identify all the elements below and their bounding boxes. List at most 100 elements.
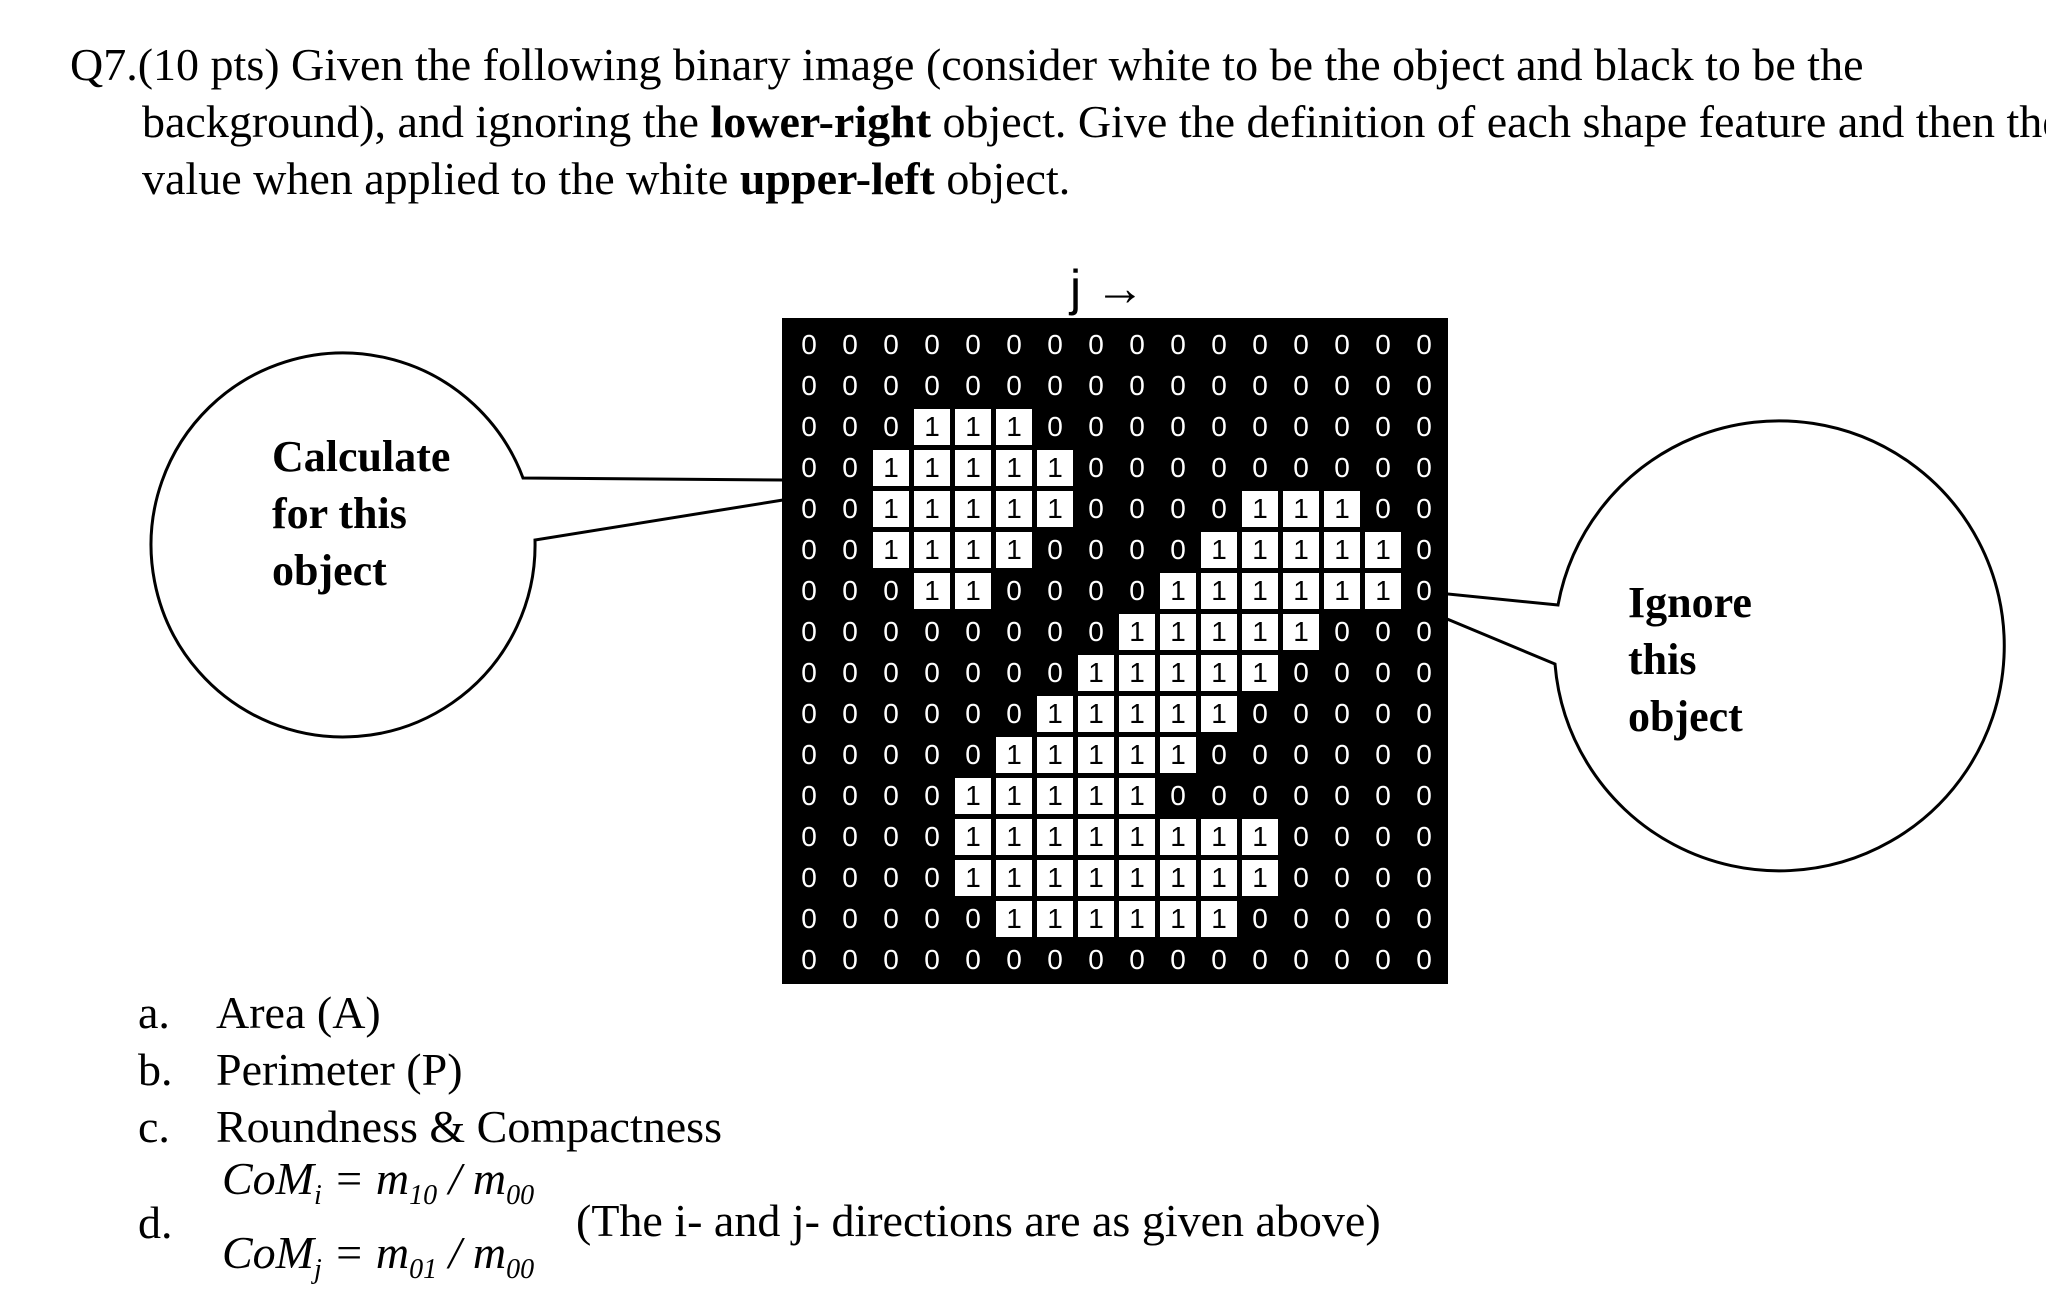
grid-cell: 0 <box>1211 411 1227 442</box>
grid-cell: 0 <box>842 452 858 483</box>
grid-cell: 1 <box>994 489 1034 529</box>
grid-cell: 0 <box>842 821 858 852</box>
grid-cell: 0 <box>1334 411 1350 442</box>
grid-cell: 1 <box>953 858 993 898</box>
grid-cell: 0 <box>1129 370 1145 401</box>
callout-right-text: Ignore this object <box>1628 574 1752 745</box>
grid-cell: 0 <box>1334 452 1350 483</box>
grid-cell: 0 <box>842 411 858 442</box>
grid-cell: 1 <box>994 530 1034 570</box>
grid-cell: 0 <box>1211 329 1227 360</box>
grid-cell: 0 <box>1047 657 1063 688</box>
grid-cell: 1 <box>1117 776 1157 816</box>
grid-cell: 0 <box>1170 452 1186 483</box>
formula-lhs: CoM <box>222 1227 314 1278</box>
grid-cell: 0 <box>1006 329 1022 360</box>
grid-cell: 1 <box>1117 899 1157 939</box>
grid-cell: 0 <box>1416 739 1432 770</box>
callout-left-line-3: object <box>272 546 387 595</box>
grid-cell: 0 <box>965 616 981 647</box>
grid-cell: 1 <box>1076 694 1116 734</box>
grid-cell: 1 <box>1322 571 1362 611</box>
question-bold-upper-left: upper-left <box>739 153 935 204</box>
grid-cell: 1 <box>994 899 1034 939</box>
grid-cell: 0 <box>1252 739 1268 770</box>
grid-cell: 0 <box>1416 616 1432 647</box>
formula-den: m <box>472 1227 507 1278</box>
grid-cell: 0 <box>1334 944 1350 975</box>
grid-cell: 0 <box>1006 698 1022 729</box>
grid-cell: 1 <box>1035 448 1075 488</box>
callout-left-bubble <box>149 351 784 739</box>
grid-cell: 1 <box>1117 817 1157 857</box>
grid-cell: 0 <box>1334 780 1350 811</box>
grid-cell: 0 <box>1088 411 1104 442</box>
right-arrow-icon: → <box>1095 260 1146 316</box>
grid-cell: 1 <box>1076 899 1116 939</box>
grid-cell: 1 <box>1240 817 1280 857</box>
grid-cell: 0 <box>1416 862 1432 893</box>
question-bold-lower-right: lower-right <box>710 96 932 147</box>
grid-cell: 0 <box>1334 739 1350 770</box>
grid-cell: 0 <box>1129 493 1145 524</box>
grid-cell: 1 <box>912 530 952 570</box>
list-text: Area (A) <box>216 987 381 1038</box>
grid-cell: 0 <box>1129 329 1145 360</box>
grid-cell: 1 <box>1076 858 1116 898</box>
grid-cell: 1 <box>1035 735 1075 775</box>
grid-cell: 0 <box>883 821 899 852</box>
grid-cell: 0 <box>1211 452 1227 483</box>
grid-cell: 0 <box>1006 944 1022 975</box>
grid-cell: 1 <box>1240 530 1280 570</box>
grid-cell: 0 <box>1375 821 1391 852</box>
grid-cell: 0 <box>1006 370 1022 401</box>
grid-cell: 1 <box>1035 694 1075 734</box>
grid-cell: 1 <box>1158 653 1198 693</box>
formula-eq: = <box>321 1153 376 1204</box>
grid-cell: 0 <box>1375 616 1391 647</box>
grid-cell: 1 <box>1281 530 1321 570</box>
grid-cell: 0 <box>1047 616 1063 647</box>
grid-cell: 1 <box>1199 612 1239 652</box>
grid-cell: 1 <box>1199 653 1239 693</box>
grid-cell: 1 <box>1035 489 1075 529</box>
grid-cell: 0 <box>1375 452 1391 483</box>
grid-cell: 0 <box>1088 452 1104 483</box>
grid-cell: 0 <box>1334 862 1350 893</box>
grid-cell: 1 <box>1199 694 1239 734</box>
grid-cell: 1 <box>994 448 1034 488</box>
grid-cell: 0 <box>842 493 858 524</box>
grid-cell: 1 <box>1158 858 1198 898</box>
grid-cell: 0 <box>883 370 899 401</box>
callout-left-text: Calculate for this object <box>272 428 450 599</box>
grid-cell: 0 <box>842 329 858 360</box>
grid-cell: 1 <box>1035 776 1075 816</box>
grid-cell: 0 <box>1170 534 1186 565</box>
grid-cell: 1 <box>1158 694 1198 734</box>
grid-cell: 0 <box>1211 493 1227 524</box>
callout-right-line-2: this <box>1628 635 1697 684</box>
grid-cell: 1 <box>1199 571 1239 611</box>
grid-cell: 0 <box>1252 903 1268 934</box>
formula-lhs-sub: j <box>314 1254 322 1286</box>
grid-cell: 0 <box>1375 780 1391 811</box>
grid-cell: 0 <box>883 698 899 729</box>
grid-cell: 0 <box>842 903 858 934</box>
grid-cell: 0 <box>1293 657 1309 688</box>
grid-cell: 0 <box>1211 944 1227 975</box>
list-marker: c. <box>138 1101 170 1152</box>
grid-cell: 0 <box>1129 944 1145 975</box>
grid-cell: 0 <box>1293 903 1309 934</box>
grid-cell: 0 <box>1375 657 1391 688</box>
grid-cell: 0 <box>924 903 940 934</box>
grid-cell: 0 <box>1088 575 1104 606</box>
grid-cell: 0 <box>1334 616 1350 647</box>
grid-cell: 0 <box>1252 370 1268 401</box>
grid-cell: 0 <box>1129 575 1145 606</box>
list-marker-d: d. <box>138 1197 173 1248</box>
grid-cell: 1 <box>1158 735 1198 775</box>
grid-cell: 1 <box>953 407 993 447</box>
formula-num-sub: 10 <box>409 1180 438 1212</box>
grid-cell: 0 <box>1293 452 1309 483</box>
grid-cell: 0 <box>842 698 858 729</box>
